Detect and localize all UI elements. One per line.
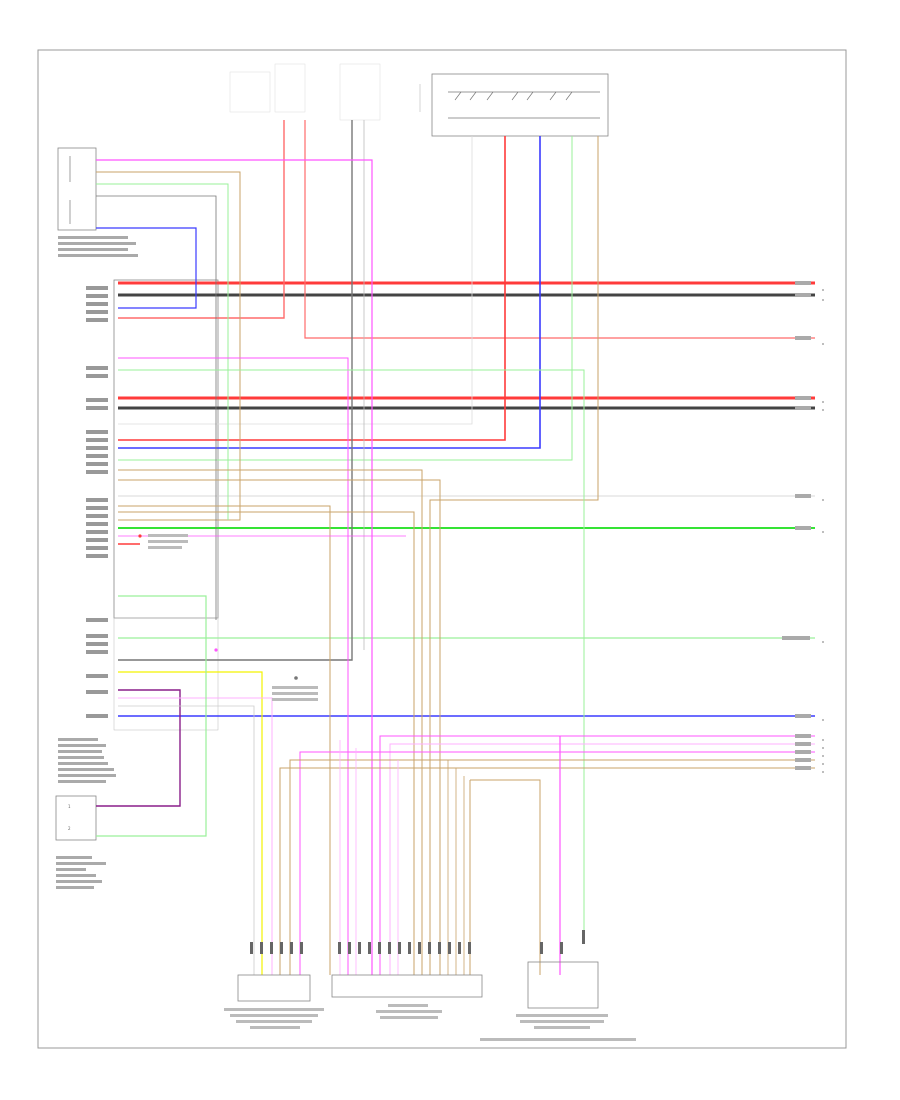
connector-seat-sliding-motor (224, 942, 324, 1029)
lower-bundle-wires (279, 735, 815, 975)
splice-note (138, 534, 218, 652)
lumbar-switch: 1 2 (55, 795, 97, 841)
connector-lumbar-motor (331, 942, 483, 1019)
component-caption-blocks (56, 236, 138, 889)
module-mid-wires (96, 357, 585, 975)
front-power-seat-switch-assembly (419, 73, 609, 137)
svg-text:1: 1 (68, 804, 71, 809)
connector-recliner-motor (480, 930, 636, 1041)
memory-switch-wires (96, 159, 373, 975)
switch-assembly-drops (118, 136, 599, 975)
right-terminal-markers (782, 281, 824, 773)
power-seat-memory-switch (57, 147, 97, 231)
svg-text:2: 2 (68, 826, 71, 831)
seat-control-module (113, 279, 219, 731)
diagram-frame (37, 49, 847, 1049)
module-pin-labels (86, 286, 108, 718)
ground-point (272, 676, 318, 701)
top-fuse-labels (229, 63, 381, 121)
main-bus-wires (118, 120, 815, 717)
fuse-drops (118, 120, 365, 661)
